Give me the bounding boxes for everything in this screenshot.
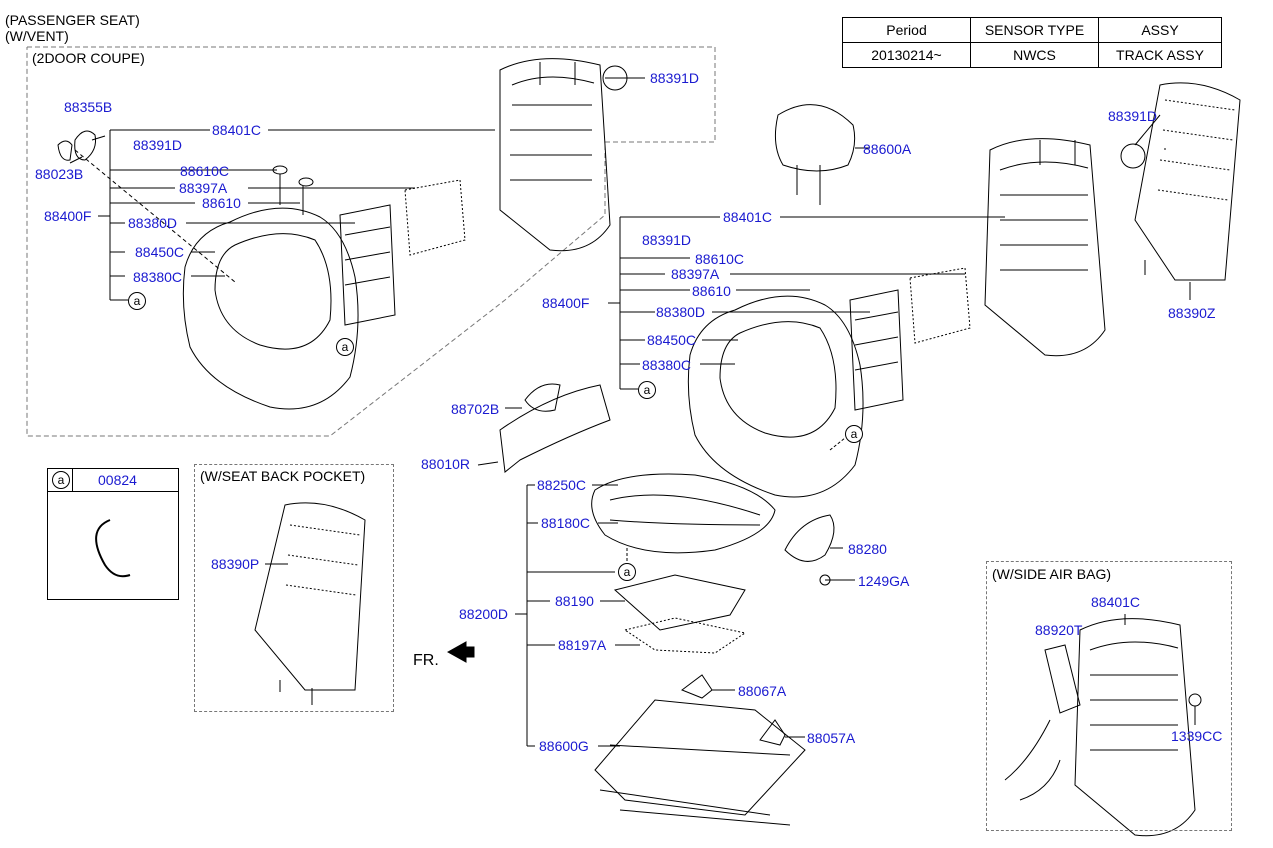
front-direction-label: FR. xyxy=(413,652,439,669)
table-cell-sensor-type: NWCS xyxy=(970,42,1099,68)
part-88250C[interactable]: 88250C xyxy=(537,477,587,493)
part-88280[interactable]: 88280 xyxy=(848,541,887,557)
knob-88355B xyxy=(74,130,96,161)
table-cell-assy: TRACK ASSY xyxy=(1098,42,1222,68)
callout-a-main-back: a xyxy=(845,425,863,443)
part-88610C[interactable]: 88610C xyxy=(695,251,745,267)
part-88401C-airbag[interactable]: 88401C xyxy=(1091,594,1141,610)
part-88600A[interactable]: 88600A xyxy=(863,141,912,157)
callout-a-main-list: a xyxy=(638,381,656,399)
part-88190[interactable]: 88190 xyxy=(555,593,594,609)
part-88600G[interactable]: 88600G xyxy=(539,738,589,754)
airbag-module-88920T xyxy=(1044,644,1081,714)
part-88610C-coupe[interactable]: 88610C xyxy=(180,163,230,179)
table-header-period: Period xyxy=(842,17,971,43)
back-board-88390Z xyxy=(1134,82,1241,281)
bracket-88067A xyxy=(680,674,713,699)
table-cell-period: 20130214~ xyxy=(842,42,971,68)
part-88200D[interactable]: 88200D xyxy=(459,606,509,622)
mesh-pad xyxy=(909,267,971,344)
track-assy-88600G xyxy=(594,699,806,816)
coupe-section-label: (2DOOR COUPE) xyxy=(32,50,145,66)
legend-header xyxy=(48,469,178,492)
table-header-sensor-type: SENSOR TYPE xyxy=(970,17,1099,43)
part-88450C-coupe[interactable]: 88450C xyxy=(135,244,185,260)
coupe-section-boundary xyxy=(26,46,716,437)
table-header-assy: ASSY xyxy=(1098,17,1222,43)
part-88450C[interactable]: 88450C xyxy=(647,332,697,348)
coupe-back-frame xyxy=(499,58,611,252)
part-88390Z[interactable]: 88390Z xyxy=(1168,305,1216,321)
callout-a-cushion: a xyxy=(618,563,636,581)
side-airbag-section-label: (W/SIDE AIR BAG) xyxy=(992,566,1112,582)
part-88400F-coupe[interactable]: 88400F xyxy=(44,208,92,224)
seat-back-cover xyxy=(687,295,864,498)
front-direction-arrow xyxy=(446,641,475,663)
part-88401C[interactable]: 88401C xyxy=(723,209,773,225)
coupe-mesh-pad xyxy=(404,179,466,256)
back-pocket-section-label: (W/SEAT BACK POCKET) xyxy=(200,468,366,484)
vent-label: (W/VENT) xyxy=(5,28,69,44)
part-88397A[interactable]: 88397A xyxy=(671,266,720,282)
clip-legend: a 00824 xyxy=(47,468,179,600)
part-88391D-coupe-top[interactable]: 88391D xyxy=(650,70,700,86)
part-1249GA[interactable]: 1249GA xyxy=(858,573,910,589)
part-00824[interactable]: 00824 xyxy=(98,472,137,488)
heater-mat-88197A xyxy=(623,617,747,654)
part-88380C-coupe[interactable]: 88380C xyxy=(133,269,183,285)
part-88610[interactable]: 88610 xyxy=(692,283,731,299)
callout-a-coupe-list: a xyxy=(128,292,146,310)
part-88920T[interactable]: 88920T xyxy=(1035,622,1083,638)
sensor-mat-88190 xyxy=(613,574,746,631)
headrest-88600A xyxy=(774,104,856,172)
part-88401C-coupe[interactable]: 88401C xyxy=(212,122,262,138)
coupe-back-cover xyxy=(182,207,359,410)
back-board-88390P xyxy=(254,502,366,691)
part-88380D-coupe[interactable]: 88380D xyxy=(128,215,178,231)
coupe-lumbar-panel xyxy=(339,204,396,326)
side-cover-88280 xyxy=(784,514,835,562)
part-88067A[interactable]: 88067A xyxy=(738,683,787,699)
part-88010R[interactable]: 88010R xyxy=(421,456,471,472)
clip-00824-icon xyxy=(95,519,131,578)
lumbar-panel xyxy=(849,289,904,411)
part-88380D[interactable]: 88380D xyxy=(656,304,706,320)
part-88355B[interactable]: 88355B xyxy=(64,99,113,115)
part-88057A[interactable]: 88057A xyxy=(807,730,856,746)
bracket-88057A xyxy=(759,719,786,746)
part-1339CC[interactable]: 1339CC xyxy=(1171,728,1223,744)
seat-back-frame xyxy=(984,138,1106,357)
part-88391D[interactable]: 88391D xyxy=(642,232,692,248)
legend-callout: a xyxy=(52,471,70,489)
callout-a-coupe-back: a xyxy=(336,338,354,356)
period-info-table: Period SENSOR TYPE ASSY 20130214~ NWCS T… xyxy=(842,17,1222,68)
trim-88702B xyxy=(524,383,561,412)
part-88391D-top[interactable]: 88391D xyxy=(1108,108,1158,124)
part-88391D-coupe[interactable]: 88391D xyxy=(133,137,183,153)
part-88380C[interactable]: 88380C xyxy=(642,357,692,373)
part-88610-coupe[interactable]: 88610 xyxy=(202,195,241,211)
part-88390P[interactable]: 88390P xyxy=(211,556,260,572)
part-88180C[interactable]: 88180C xyxy=(541,515,591,531)
side-shield-88010R xyxy=(499,384,611,473)
part-88023B[interactable]: 88023B xyxy=(35,166,84,182)
seat-type-label: (PASSENGER SEAT) xyxy=(5,12,140,28)
part-88197A[interactable]: 88197A xyxy=(558,637,607,653)
back-pocket-section xyxy=(194,464,394,712)
part-88397A-coupe[interactable]: 88397A xyxy=(179,180,228,196)
airbag-frame xyxy=(1074,618,1196,837)
part-88400F[interactable]: 88400F xyxy=(542,295,590,311)
seat-cushion xyxy=(591,473,776,554)
side-airbag-section xyxy=(986,561,1232,831)
part-88702B[interactable]: 88702B xyxy=(451,401,500,417)
